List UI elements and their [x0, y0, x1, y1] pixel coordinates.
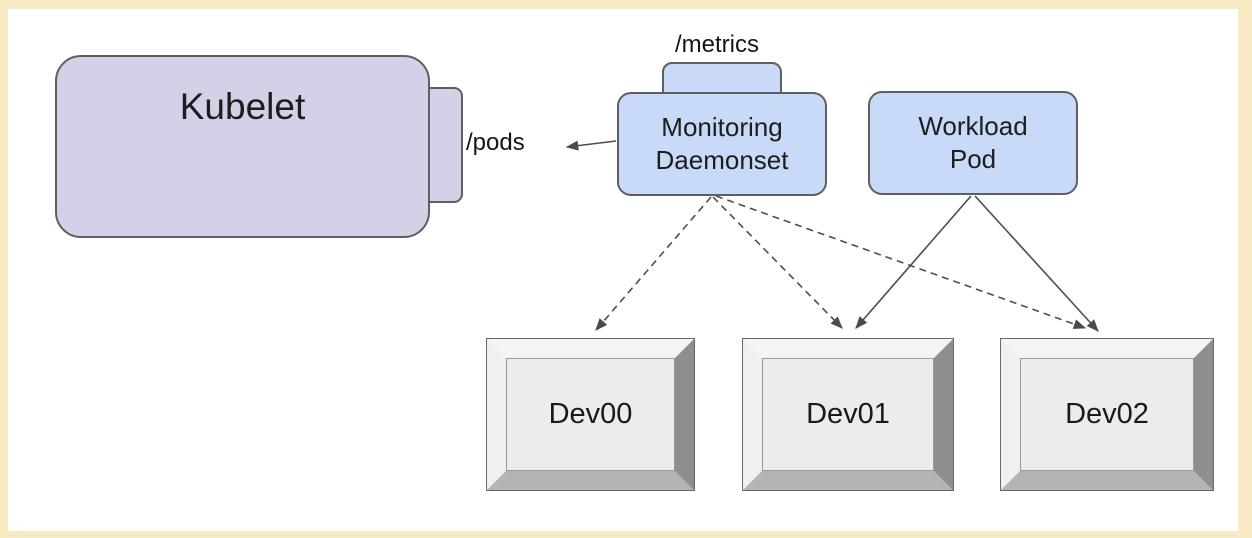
edge-monitoring-to-kubelet-pods — [565, 140, 617, 151]
edge-monitoring-to-dev02 — [715, 195, 1087, 329]
dev02-face: Dev02 — [1020, 358, 1194, 471]
dev00-face: Dev00 — [506, 358, 675, 471]
node-kubelet: Kubelet — [55, 55, 430, 238]
dev01-bevel — [743, 339, 953, 490]
dev02-bevel — [1001, 339, 1213, 490]
monitoring-daemonset-label: Monitoring Daemonset — [655, 112, 789, 175]
dev00-label: Dev00 — [548, 398, 633, 430]
dev00-bevel — [487, 339, 694, 490]
dev01-label: Dev01 — [806, 398, 890, 430]
node-dev02: Dev02 — [1000, 338, 1214, 491]
node-dev00: Dev00 — [486, 338, 695, 491]
workload-pod-label: Workload Pod — [918, 111, 1028, 174]
edge-monitoring-to-dev00 — [595, 196, 712, 331]
node-dev01: Dev01 — [742, 338, 954, 491]
edge-workload-to-dev01 — [855, 195, 972, 329]
dev02-label: Dev02 — [1065, 398, 1149, 430]
node-workload-pod: Workload Pod — [868, 91, 1078, 195]
edge-workload-to-dev02 — [974, 195, 1099, 332]
pods-port-label: /pods — [466, 129, 525, 156]
edge-monitoring-to-dev01 — [712, 196, 843, 329]
metrics-port-label: /metrics — [675, 31, 759, 58]
node-monitoring-daemonset: Monitoring Daemonset — [617, 92, 827, 196]
kubelet-label: Kubelet — [179, 86, 306, 127]
dev01-face: Dev01 — [762, 358, 934, 471]
